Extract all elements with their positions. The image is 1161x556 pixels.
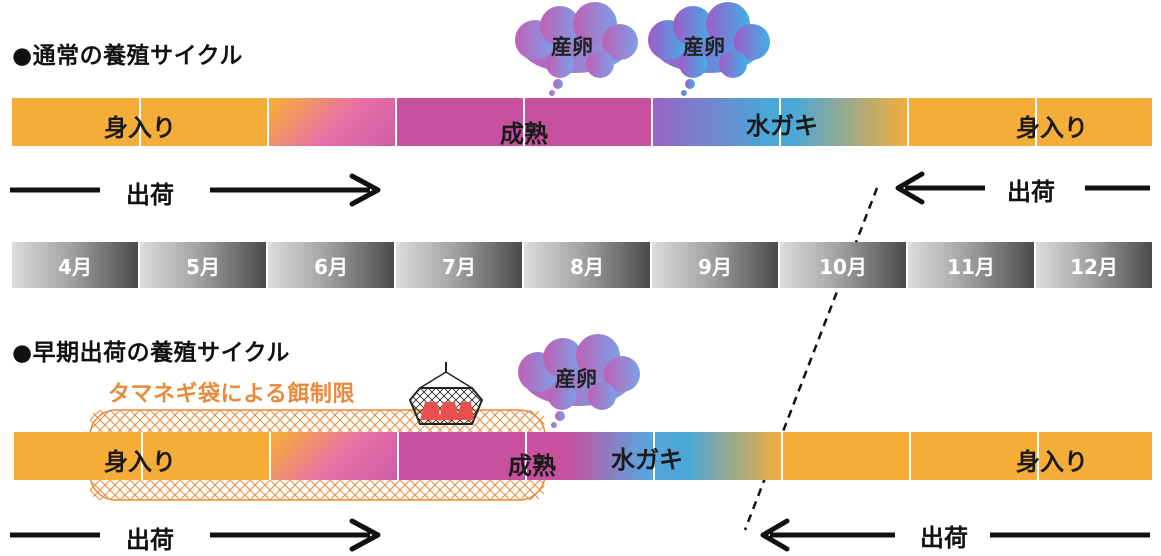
stage-label-fattening-2: 身入り	[1016, 114, 1088, 142]
month-cell: 11月	[908, 242, 1034, 288]
bar-divider	[525, 432, 527, 480]
stage-transition-segment	[270, 432, 398, 480]
spawning-label-1: 産卵	[551, 35, 593, 59]
stage-fattening-segment-2	[908, 98, 1152, 146]
stage-label-maturation: 成熟	[508, 452, 556, 480]
month-cell: 9月	[652, 242, 778, 288]
spawning-cloud-3	[518, 334, 640, 428]
month-cell: 5月	[140, 242, 266, 288]
stage-transition-segment	[268, 98, 396, 146]
month-cell: 6月	[268, 242, 394, 288]
shipping-arrow-top-right	[895, 171, 1150, 205]
month-cell: 7月	[396, 242, 522, 288]
stage-label-fattening-2: 身入り	[1016, 448, 1088, 476]
shipping-label-bottom-left: 出荷	[126, 526, 174, 554]
bar-divider	[651, 98, 653, 146]
shipping-label-bottom-right: 出荷	[920, 524, 968, 552]
early-cycle-heading: ●早期出荷の養殖サイクル	[12, 340, 290, 366]
bar-divider	[1037, 432, 1039, 480]
stage-label-water-oyster: 水ガキ	[611, 446, 683, 474]
shipping-label-top-right: 出荷	[1007, 178, 1055, 206]
shipping-arrow-bottom-right	[760, 518, 1150, 552]
stage-label-fattening: 身入り	[104, 448, 176, 476]
spawning-label-2: 産卵	[683, 35, 725, 59]
stage-label-water-oyster: 水ガキ	[746, 112, 818, 140]
bar-divider	[395, 98, 397, 146]
stage-label-fattening: 身入り	[104, 114, 176, 142]
bar-divider	[779, 98, 781, 146]
stage-fattening-segment-2	[783, 432, 1152, 480]
shipping-label-top-left: 出荷	[126, 181, 174, 209]
bar-divider	[909, 432, 911, 480]
bar-divider	[141, 432, 143, 480]
bar-divider	[269, 432, 271, 480]
spawning-label-3: 産卵	[555, 367, 597, 391]
month-cell: 8月	[524, 242, 650, 288]
feed-restriction-label: タマネギ袋による餌制限	[108, 382, 355, 407]
stage-water-oyster-segment	[568, 432, 783, 480]
month-cell: 4月	[12, 242, 138, 288]
shipping-arrow-top-left	[10, 173, 381, 207]
month-cell: 12月	[1036, 242, 1152, 288]
stage-label-maturation: 成熟	[500, 120, 548, 148]
shipping-arrow-bottom-left	[10, 518, 381, 552]
bar-divider	[397, 432, 399, 480]
spawning-cloud-1	[515, 2, 638, 96]
normal-cycle-heading: ●通常の養殖サイクル	[12, 43, 243, 69]
stage-maturation-segment	[398, 432, 568, 480]
spawning-cloud-2	[648, 2, 770, 96]
bar-divider	[139, 98, 141, 146]
bar-divider	[1035, 98, 1037, 146]
bar-divider	[907, 98, 909, 146]
bar-divider	[653, 432, 655, 480]
month-cell: 10月	[780, 242, 906, 288]
bar-divider	[523, 98, 525, 146]
bar-divider	[267, 98, 269, 146]
oyster-basket-icon	[408, 362, 484, 425]
bar-divider	[781, 432, 783, 480]
